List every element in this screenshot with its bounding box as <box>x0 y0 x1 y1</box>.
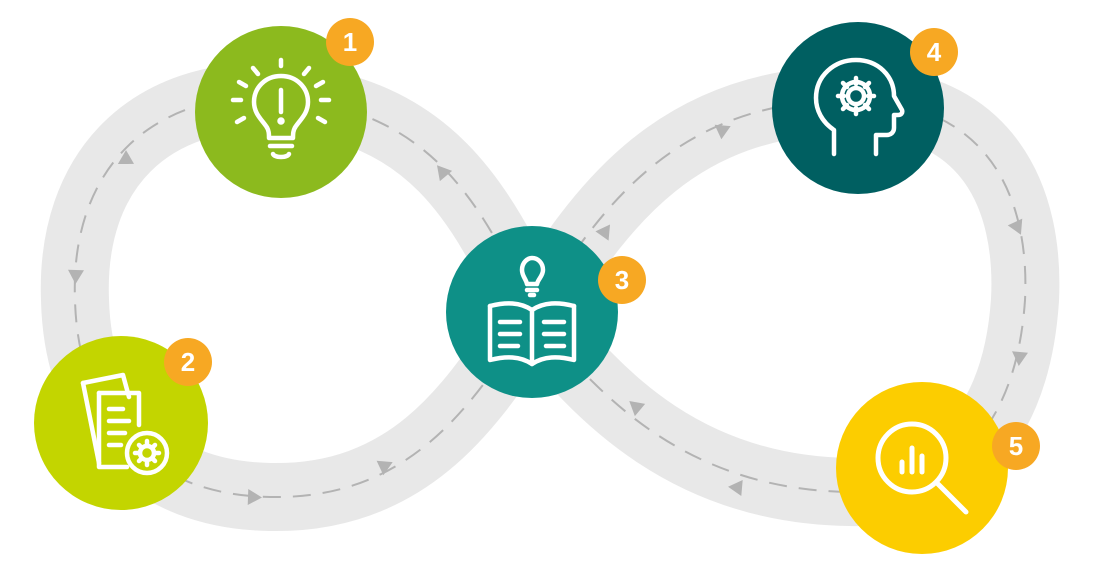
arrow-marker <box>1007 218 1023 235</box>
arrow-marker <box>595 224 611 241</box>
step-number: 3 <box>614 264 630 295</box>
step-number: 5 <box>1008 430 1024 461</box>
head-gear-icon <box>813 57 905 157</box>
step-number: 2 <box>180 346 196 377</box>
documents-gear-icon <box>80 372 170 476</box>
magnifier-chart-icon <box>875 421 969 515</box>
arrow-marker <box>68 269 84 284</box>
arrow-marker <box>728 480 743 496</box>
step-4-badge: 4 <box>910 28 958 76</box>
step-2-node <box>34 336 208 510</box>
step-3-node <box>446 226 618 398</box>
arrow-marker <box>714 124 731 140</box>
arrow-marker <box>437 165 453 182</box>
arrow-marker <box>1012 351 1028 366</box>
lightbulb-exclamation-icon <box>230 57 332 160</box>
step-5-badge: 5 <box>992 422 1040 470</box>
step-number: 1 <box>342 26 358 57</box>
arrow-marker <box>629 401 646 417</box>
book-lightbulb-icon <box>487 255 577 367</box>
step-number: 4 <box>926 36 942 67</box>
step-3-badge: 3 <box>598 256 646 304</box>
arrow-marker <box>376 460 393 476</box>
step-5-node <box>836 382 1008 554</box>
direction-arrows <box>68 124 1028 505</box>
arrow-marker <box>117 150 134 164</box>
arrow-marker <box>247 489 262 505</box>
step-1-badge: 1 <box>326 18 374 66</box>
step-2-badge: 2 <box>164 338 212 386</box>
